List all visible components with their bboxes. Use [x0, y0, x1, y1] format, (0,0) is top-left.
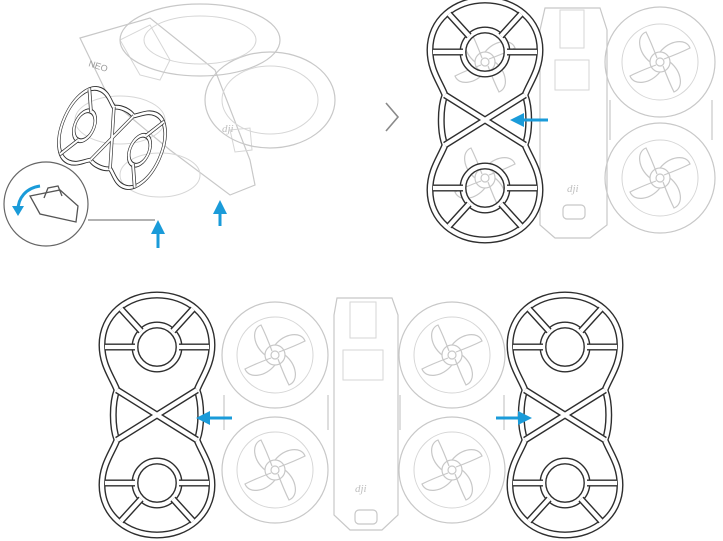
step3-right-propeller-guard [510, 295, 620, 535]
blue-arrow-right-icon [496, 411, 532, 425]
blue-arrow-up-icon-2 [213, 200, 227, 226]
step1-drone-perspective [75, 4, 335, 197]
chevron-right-icon [386, 103, 398, 131]
model-label: NEO [87, 58, 109, 74]
step3-drone-top-view [222, 298, 505, 530]
step1-brand-mark: dji [222, 123, 234, 135]
step3-brand-mark: dji [355, 483, 367, 495]
step3-left-propeller-guard [102, 295, 212, 535]
blue-arrow-up-icon [151, 220, 165, 248]
step2-brand-mark: dji [567, 183, 579, 195]
